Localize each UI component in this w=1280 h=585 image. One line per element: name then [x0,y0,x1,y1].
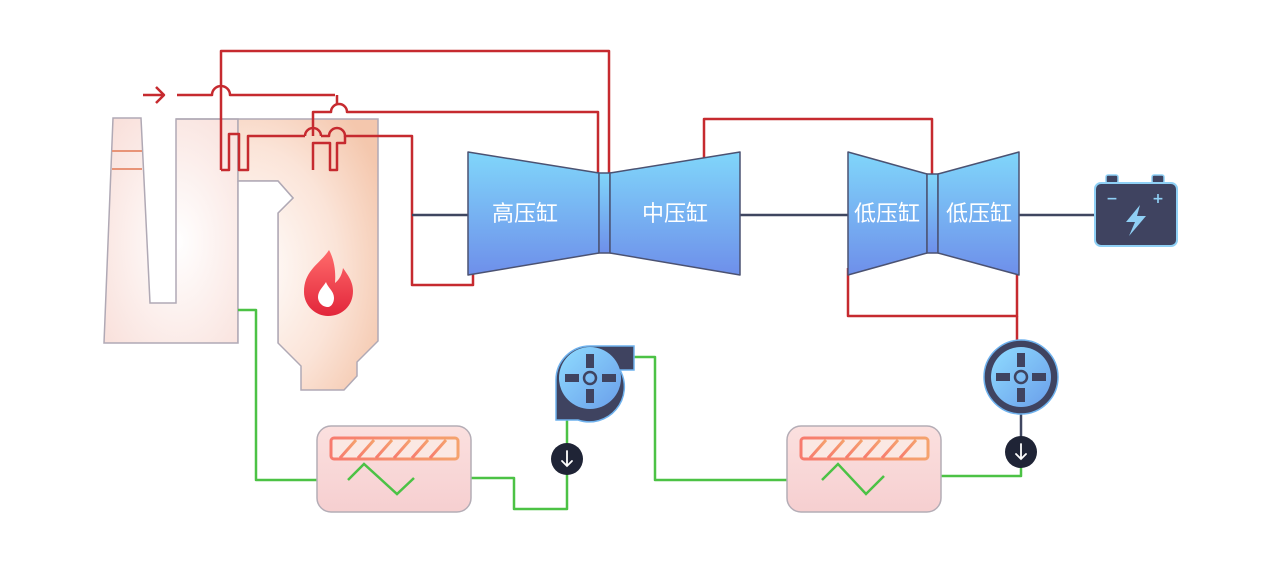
turbine-coupling [598,172,611,254]
lightning-icon [1126,205,1146,236]
ip-turbine-label: 中压缸 [642,202,708,227]
lp-turbine: 低压缸 低压缸 [847,151,1020,276]
arrow-down-icon [551,443,583,475]
heater-left [316,425,472,513]
ip-turbine [609,151,741,276]
arrow-right-icon [143,86,166,104]
steam-lines [143,49,1019,340]
battery-plus: + [1152,191,1164,207]
hp-turbine-label: 高压缸 [492,202,558,227]
lp-turbine-label-right: 低压缸 [946,202,1012,227]
fan-icon [983,339,1059,415]
battery-icon: − + [1094,174,1178,247]
turbine-coupling [926,173,939,254]
heater-right [786,425,942,513]
lp-turbine-label-left: 低压缸 [854,202,920,227]
arrow-down-icon [1005,436,1037,468]
lp-turbine-right [937,151,1020,276]
pump-icon [555,345,635,423]
battery-minus: − [1106,191,1118,207]
flame-icon [304,250,353,316]
boiler-flue-gap [238,181,293,343]
hp-ip-turbine: 高压缸 中压缸 [467,151,741,276]
